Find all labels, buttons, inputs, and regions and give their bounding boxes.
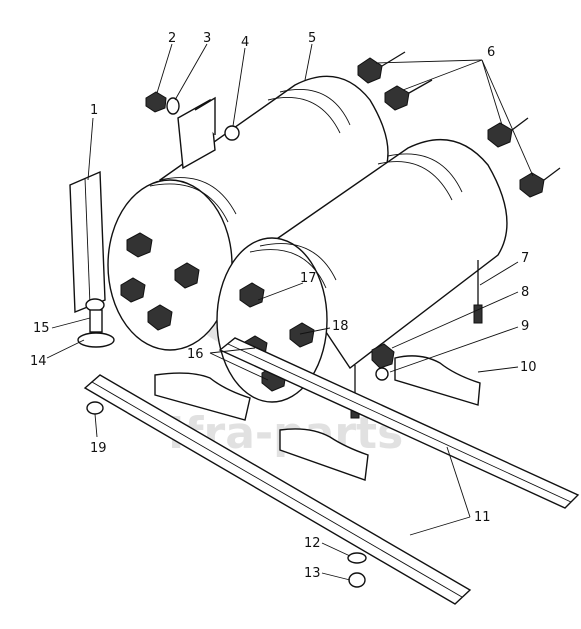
mounting-rails: [83, 337, 580, 605]
leader-lines: [46, 43, 534, 581]
drain-valve: [371, 343, 395, 381]
callout-14: 14: [30, 354, 47, 369]
callout-5: 5: [308, 31, 316, 46]
callout-2: 2: [168, 31, 176, 46]
callout-12: 12: [304, 536, 321, 551]
callout-1: 1: [90, 103, 98, 118]
callout-3: 3: [203, 31, 211, 46]
callout-8: 8: [521, 285, 529, 300]
callout-19: 19: [90, 441, 107, 456]
callout-15: 15: [33, 321, 50, 336]
callout-17: 17: [300, 271, 317, 286]
upper-bracket: [145, 91, 240, 170]
saddle-blocks: [154, 355, 481, 481]
callout-11: 11: [474, 510, 491, 525]
callout-6: 6: [487, 45, 495, 60]
callout-10: 10: [520, 360, 537, 375]
callout-9: 9: [521, 319, 529, 334]
callout-16: 16: [187, 347, 204, 362]
left-bracket: [69, 170, 115, 348]
callout-7: 7: [521, 251, 529, 266]
top-connection-nuts: [357, 51, 561, 198]
callout-4: 4: [241, 35, 249, 50]
rear-air-receiver: [107, 75, 389, 351]
callout-13: 13: [304, 566, 321, 581]
callout-18: 18: [332, 319, 349, 334]
callout-labels: 1 2 3 4 5 6 7 8 9 10 11 12 13 14 15 16 1…: [30, 31, 537, 581]
